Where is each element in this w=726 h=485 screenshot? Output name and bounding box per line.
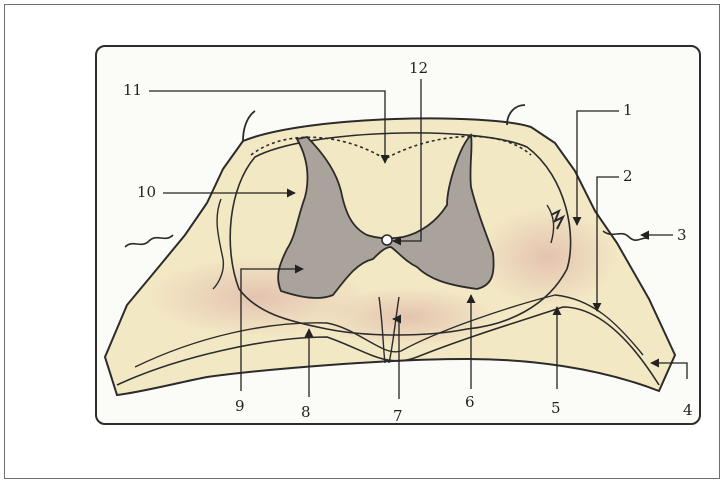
- label-4: 4: [683, 401, 693, 419]
- label-9: 9: [235, 397, 245, 415]
- label-1: 1: [623, 101, 633, 119]
- label-7: 7: [393, 407, 403, 425]
- label-5: 5: [551, 399, 561, 417]
- spinal-cord-cross-section-diagram: 1 2 3 4 5 6 7 8 9 10 11 12: [97, 47, 701, 425]
- label-6: 6: [465, 393, 475, 411]
- outer-frame: 1 2 3 4 5 6 7 8 9 10 11 12: [4, 4, 720, 479]
- label-12: 12: [409, 59, 428, 77]
- diagram-panel: 1 2 3 4 5 6 7 8 9 10 11 12: [95, 45, 701, 425]
- white-matter-shade-right: [477, 207, 617, 307]
- label-3: 3: [677, 226, 687, 244]
- label-10: 10: [137, 183, 156, 201]
- label-11: 11: [123, 81, 142, 99]
- nerve-twig-left: [125, 235, 173, 247]
- label-2: 2: [623, 167, 633, 185]
- central-canal: [382, 235, 392, 245]
- label-8: 8: [301, 403, 311, 421]
